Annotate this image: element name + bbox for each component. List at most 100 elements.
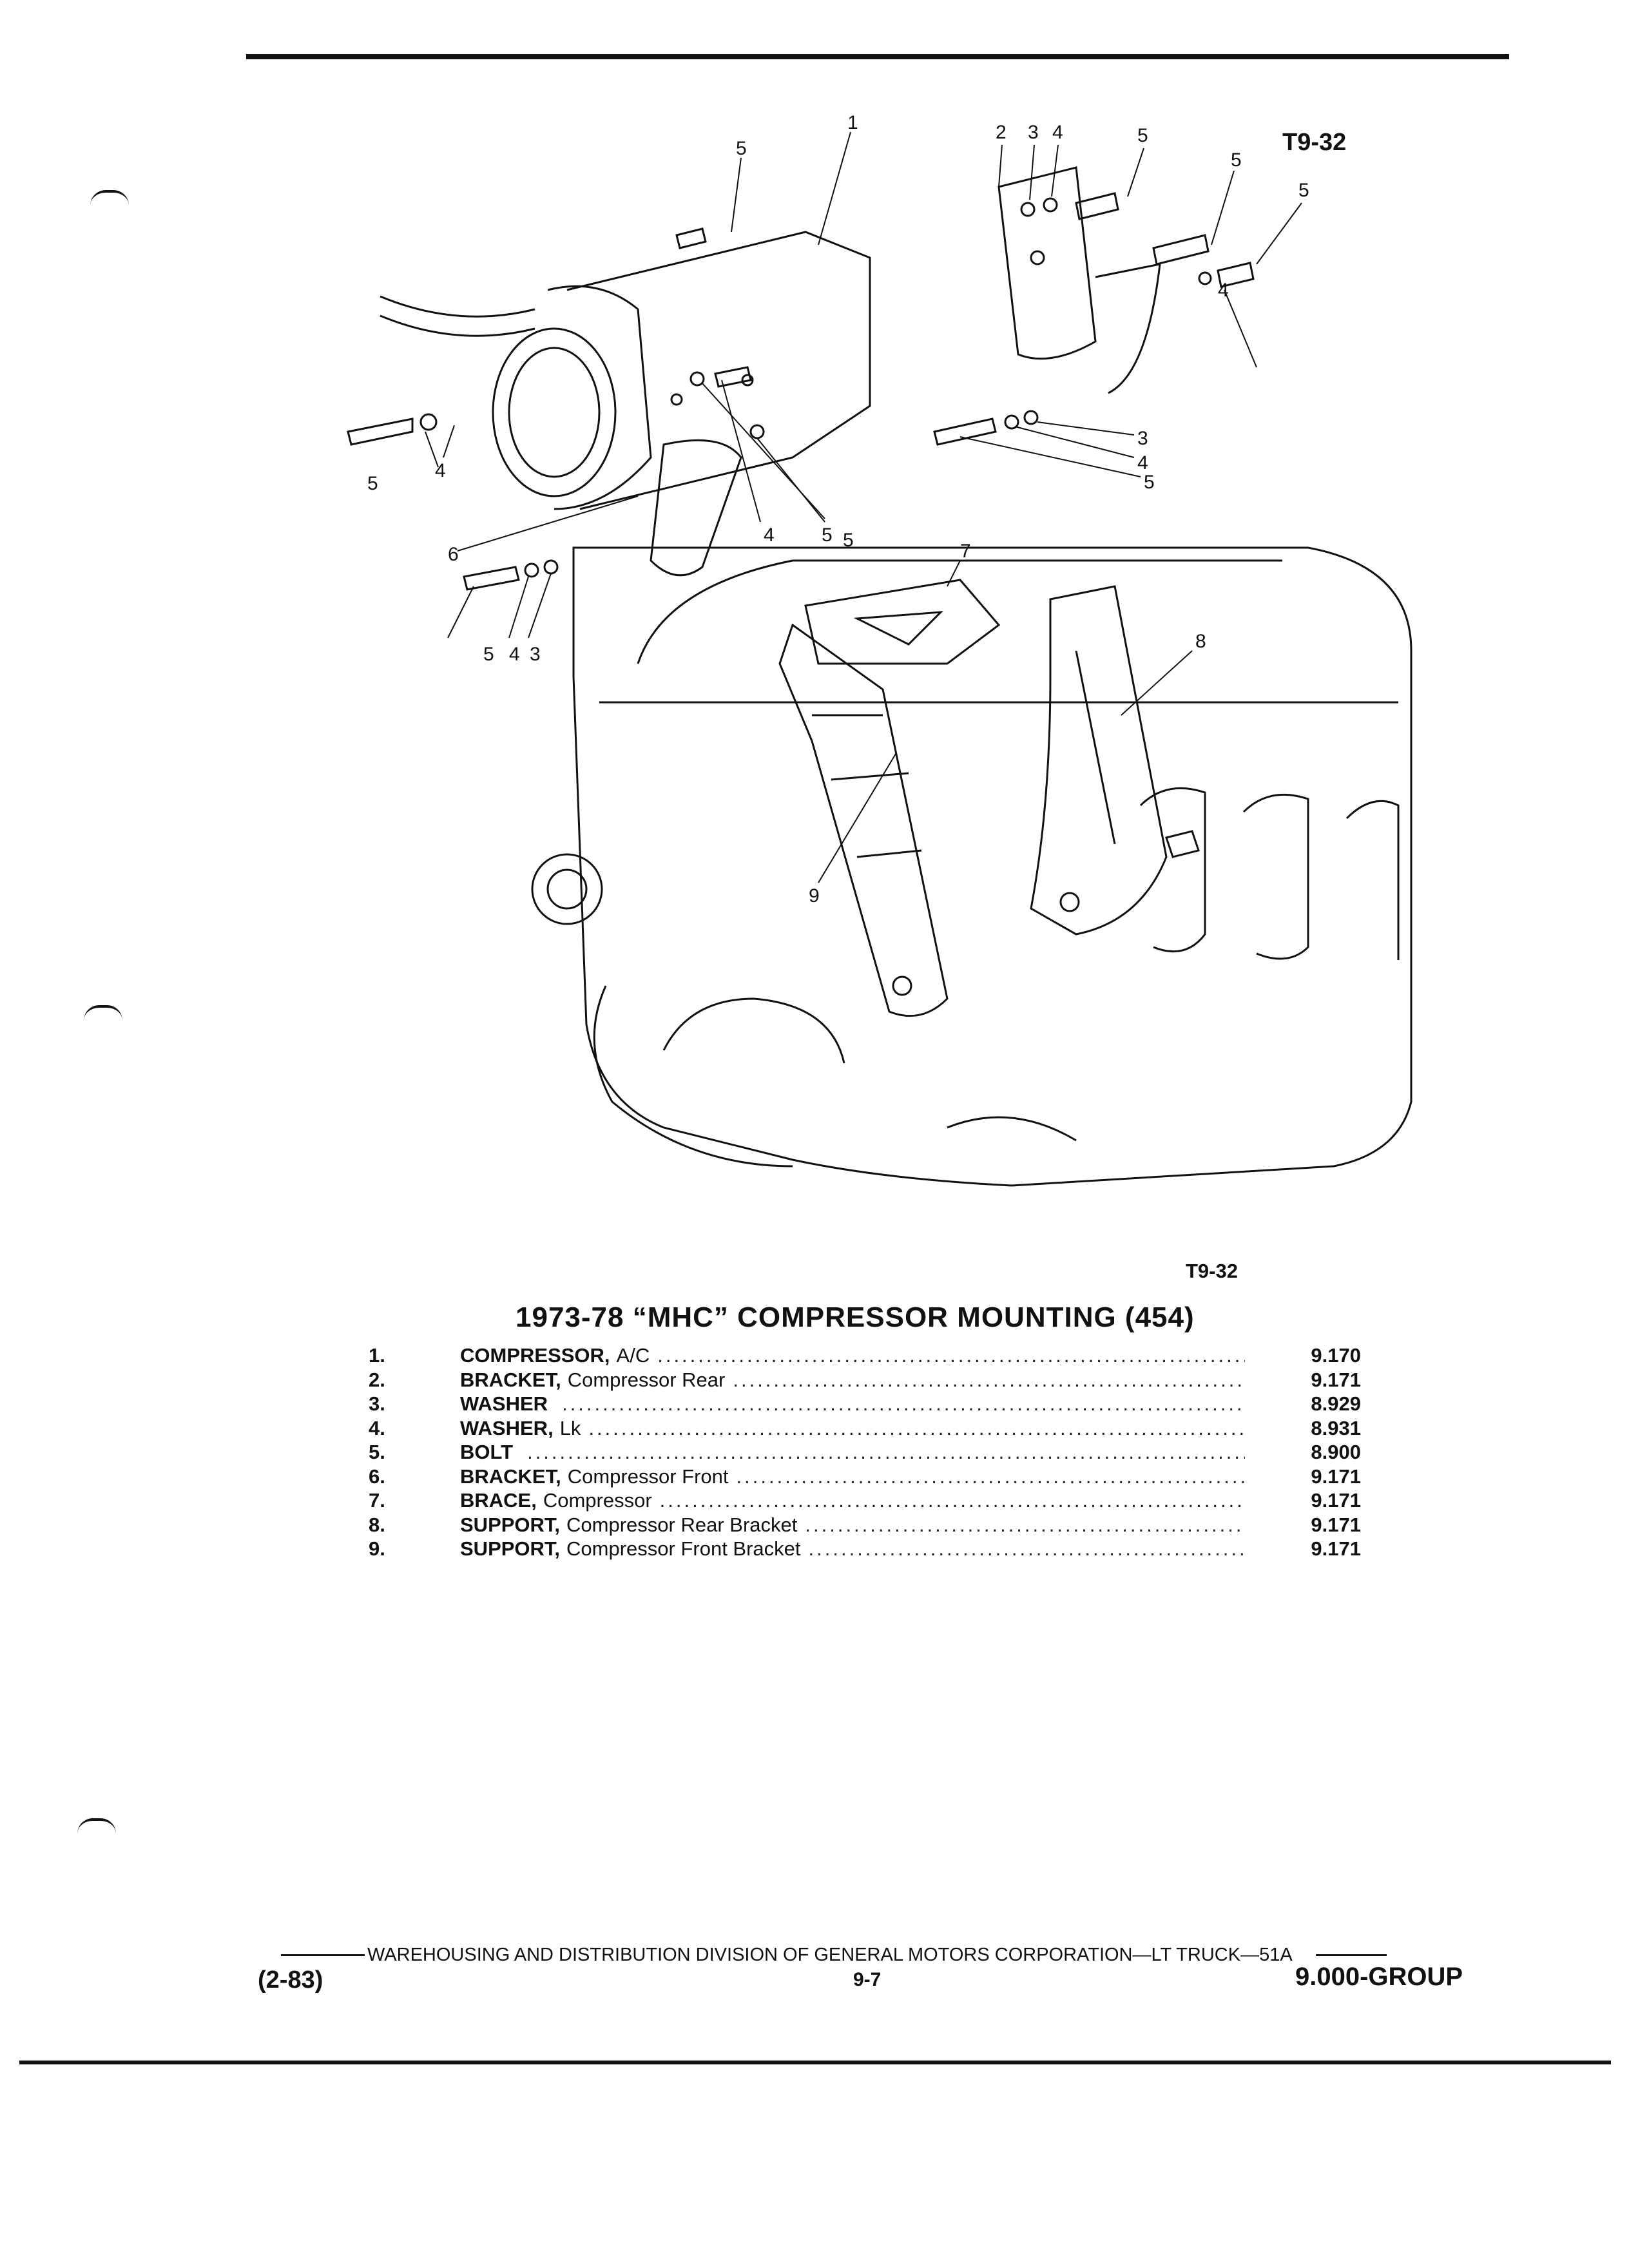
footer-date-code: (2-83) [258, 1966, 323, 1994]
part-description: Compressor Rear [567, 1368, 726, 1391]
callout-8: 8 [1195, 631, 1206, 652]
part-number: 8. [369, 1513, 385, 1536]
leader-lines [425, 131, 1302, 883]
figure-code: T9-32 [1282, 129, 1347, 156]
part-number: 9. [369, 1537, 385, 1560]
callout-3: 3 [1028, 122, 1039, 143]
part-description: A/C [616, 1344, 650, 1367]
part-number: 4. [369, 1416, 385, 1439]
rear-bracket [998, 166, 1161, 394]
part-number: 6. [369, 1465, 385, 1488]
binder-hole-mark [90, 190, 129, 206]
callout-5: 5 [843, 530, 854, 551]
callout-5: 5 [1137, 125, 1148, 146]
callout-4: 4 [1052, 122, 1063, 143]
part-name: COMPRESSOR, [460, 1344, 610, 1367]
figure-caption-code: T9-32 [1186, 1260, 1238, 1282]
front-support [778, 623, 949, 1017]
callout-5: 5 [1144, 472, 1155, 493]
part-name: SUPPORT, [460, 1537, 561, 1560]
part-number: 5. [369, 1441, 385, 1463]
callout-labels: 1 2 3 4 5 5 5 5 5 4 3 4 5 5 4 4 5 6 5 4 … [367, 112, 1309, 907]
leader-dots [805, 1514, 1245, 1537]
exploded-view-diagram: 1 2 3 4 5 5 5 5 5 4 3 4 5 5 4 4 5 6 5 4 … [347, 112, 1412, 1187]
part-number: 7. [369, 1489, 385, 1512]
part-number: 3. [369, 1392, 385, 1415]
part-number: 1. [369, 1344, 385, 1367]
top-rule [246, 54, 1509, 59]
part-row-7: 7. BRACE, Compressor 9.171 [369, 1489, 1361, 1514]
callout-2: 2 [996, 122, 1007, 143]
group-number: 9.171 [1311, 1489, 1361, 1512]
part-name: BRACE, [460, 1489, 537, 1512]
callout-5: 5 [1298, 180, 1309, 201]
part-description: Compressor Rear Bracket [566, 1513, 798, 1536]
footer-group: 9.000-GROUP [1295, 1963, 1463, 1991]
callout-6: 6 [448, 544, 459, 565]
parts-title: 1973-78 “MHC” COMPRESSOR MOUNTING (454) [516, 1302, 1195, 1333]
part-row-1: 1. COMPRESSOR, A/C 9.170 [369, 1344, 1361, 1369]
group-number: 9.171 [1311, 1513, 1361, 1536]
group-number: 9.171 [1311, 1368, 1361, 1391]
part-name: WASHER [460, 1392, 548, 1415]
footer-dash [281, 1954, 365, 1956]
part-name: WASHER, [460, 1416, 554, 1439]
part-row-4: 4. WASHER,Lk 8.931 [369, 1417, 1361, 1441]
callout-5: 5 [736, 138, 747, 159]
rear-support [1030, 585, 1200, 936]
leader-dots [737, 1465, 1245, 1488]
part-description: Compressor Front [567, 1465, 729, 1488]
callout-4: 4 [1137, 452, 1148, 474]
callout-7: 7 [960, 541, 971, 562]
callout-4: 4 [1218, 280, 1229, 301]
group-number: 8.931 [1311, 1416, 1361, 1439]
brace [804, 579, 1001, 665]
footer-page-number: 9-7 [853, 1969, 882, 1990]
callout-4: 4 [435, 460, 446, 481]
leader-dots [809, 1537, 1245, 1561]
group-number: 8.929 [1311, 1392, 1361, 1415]
callout-5: 5 [1231, 149, 1242, 171]
bottom-rule [19, 2061, 1611, 2064]
callout-4: 4 [509, 644, 520, 665]
bolts-and-washers [347, 192, 1255, 591]
part-row-3: 3. WASHER 8.929 [369, 1392, 1361, 1417]
callout-9: 9 [809, 885, 820, 907]
footer-division-line: WAREHOUSING AND DISTRIBUTION DIVISION OF… [281, 1945, 1480, 1966]
group-number: 9.171 [1311, 1537, 1361, 1560]
leader-dots [733, 1369, 1245, 1392]
compressor [380, 231, 871, 510]
front-bracket [650, 439, 742, 577]
leader-dots [657, 1344, 1245, 1367]
leader-dots [562, 1392, 1245, 1416]
part-number: 2. [369, 1368, 385, 1391]
binder-hole-mark [77, 1818, 116, 1834]
callout-4: 4 [764, 524, 775, 546]
part-description: Compressor [543, 1489, 652, 1512]
callout-5: 5 [483, 644, 494, 665]
part-description: Compressor Front Bracket [566, 1537, 801, 1560]
part-row-6: 6. BRACKET, Compressor Front 9.171 [369, 1465, 1361, 1490]
part-description: Lk [559, 1416, 581, 1439]
part-row-5: 5. BOLT 8.900 [369, 1441, 1361, 1465]
parts-list: 1. COMPRESSOR,A/C 9.170 2. BRACKET,Compr… [369, 1344, 1361, 1562]
callout-3: 3 [530, 644, 541, 665]
leader-dots [660, 1489, 1245, 1512]
part-row-9: 9. SUPPORT,Compressor Front Bracket 9.17… [369, 1537, 1361, 1562]
leader-dots [527, 1441, 1245, 1464]
engine-block [531, 546, 1412, 1187]
binder-hole-mark [84, 1005, 122, 1021]
part-row-8: 8. SUPPORT,Compressor Rear Bracket 9.171 [369, 1514, 1361, 1538]
callout-5: 5 [822, 524, 833, 546]
callout-3: 3 [1137, 428, 1148, 449]
footer-dash [1315, 1954, 1387, 1956]
leader-dots [588, 1417, 1245, 1440]
part-row-2: 2. BRACKET, Compressor Rear 9.171 [369, 1369, 1361, 1393]
part-name: SUPPORT, [460, 1513, 561, 1536]
part-name: BRACKET, [460, 1465, 561, 1488]
group-number: 9.170 [1311, 1344, 1361, 1367]
callout-1: 1 [847, 112, 858, 133]
part-name: BRACKET, [460, 1368, 561, 1391]
group-number: 9.171 [1311, 1465, 1361, 1488]
callout-5: 5 [367, 473, 378, 494]
